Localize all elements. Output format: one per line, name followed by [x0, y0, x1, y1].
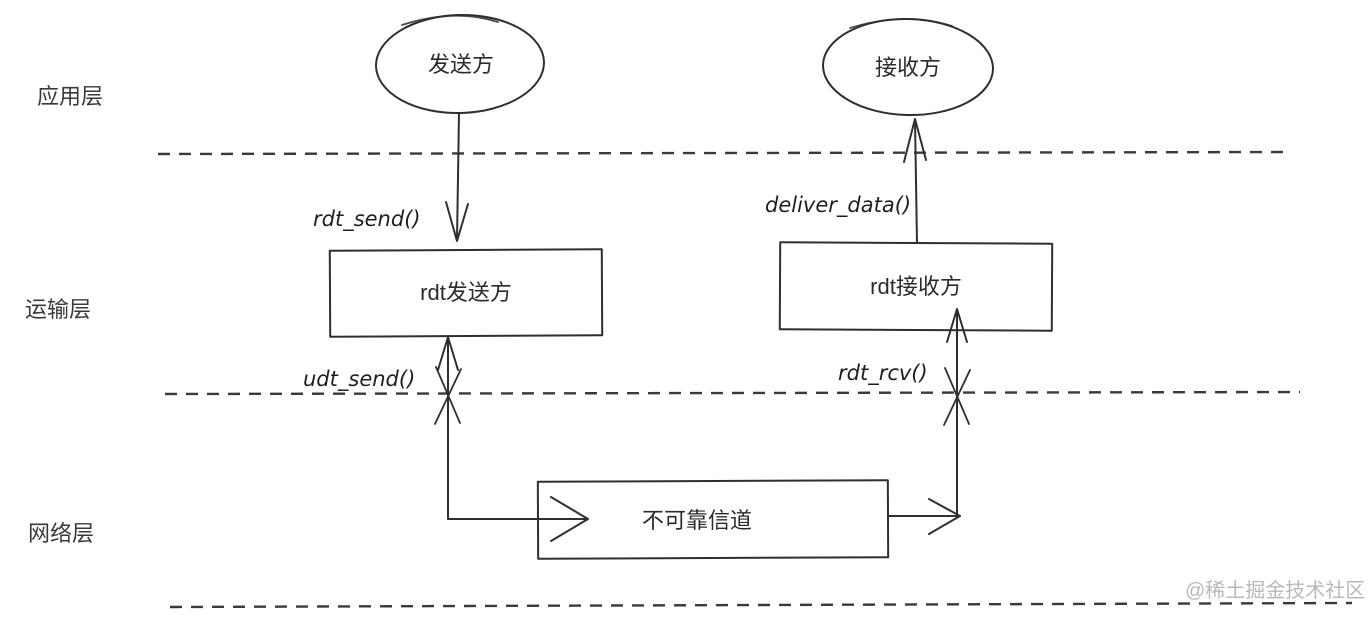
- transport-layer-label: 运输层: [25, 297, 91, 322]
- unreliable-channel-label: 不可靠信道: [642, 508, 752, 533]
- rdt-sender-label: rdt发送方: [420, 280, 512, 305]
- network-layer-label: 网络层: [28, 521, 94, 546]
- udt-send-label: udt_send(): [303, 367, 415, 392]
- divider-app-transport: [157, 150, 1291, 156]
- rdt-receiver-label: rdt接收方: [870, 274, 962, 299]
- divider-transport-network: [164, 390, 1301, 396]
- unreliable-channel-box: [536, 479, 890, 560]
- receiver-ellipse: [822, 17, 994, 117]
- watermark: @稀土掘金技术社区: [1185, 579, 1365, 602]
- rdt-send-label: rdt_send(): [313, 207, 421, 232]
- divider-bottom: [169, 601, 1353, 609]
- channel-in-arrow: [448, 496, 589, 542]
- deliver-data-label: deliver_data(): [765, 193, 911, 218]
- receiver-label: 接收方: [875, 55, 941, 80]
- sender-label: 发送方: [428, 52, 494, 77]
- sender-ellipse: [375, 13, 545, 115]
- rdt-rcv-label: rdt_rcv(): [838, 361, 928, 386]
- rdt-send-arrow: [445, 112, 469, 242]
- rdt-sender-box: [328, 248, 604, 338]
- udt-send-arrow: [434, 336, 462, 520]
- deliver-data-arrow: [903, 118, 927, 244]
- application-layer-label: 应用层: [37, 84, 103, 109]
- rdt-receiver-box: [778, 241, 1054, 332]
- channel-out-arrow: [887, 498, 961, 535]
- rdt-rcv-arrow: [943, 308, 971, 517]
